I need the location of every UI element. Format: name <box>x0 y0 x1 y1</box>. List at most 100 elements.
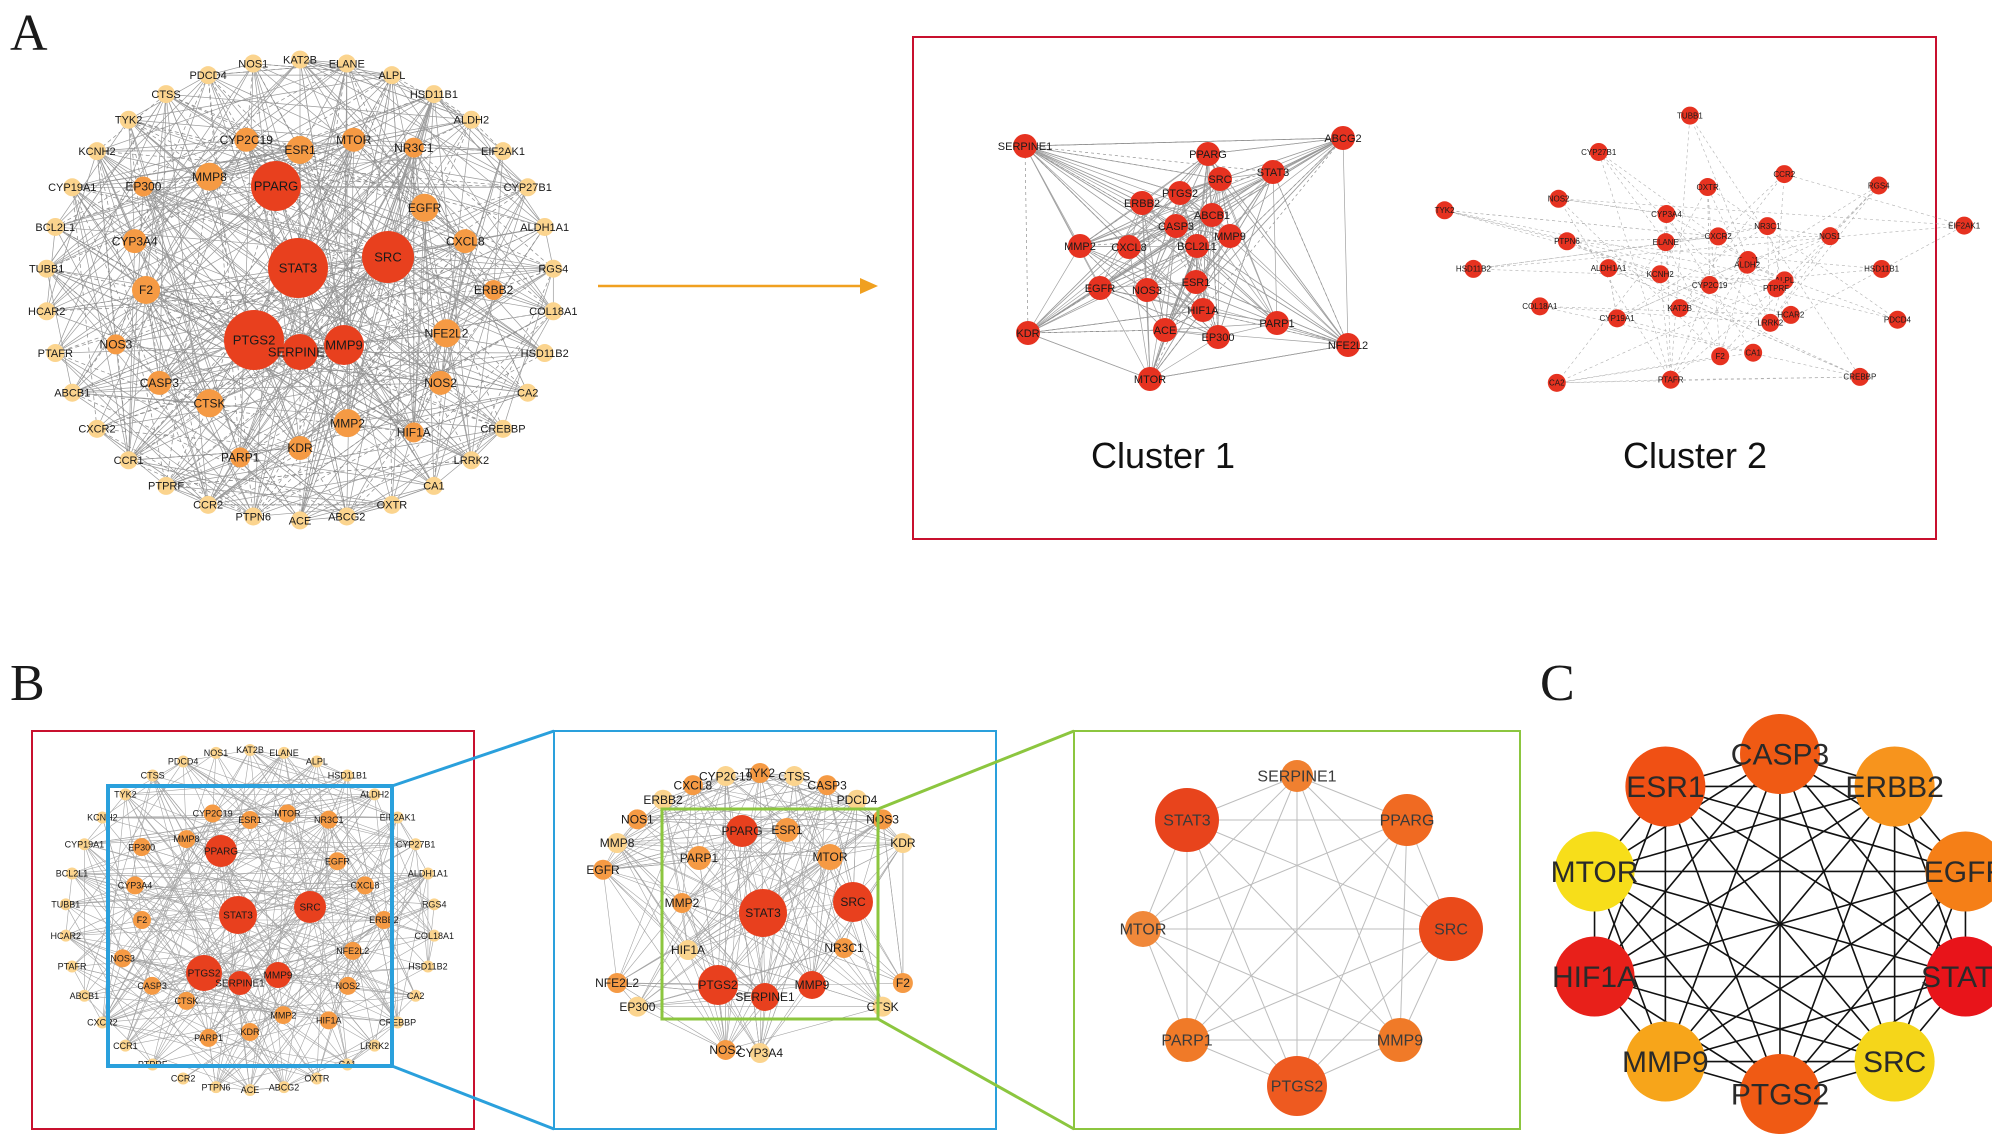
node-label: PTPN6 <box>1554 237 1580 246</box>
node-label: BCL2L1 <box>56 869 89 879</box>
node-ep300: EP300 <box>1201 325 1234 349</box>
node-aldh2: ALDH2 <box>360 788 389 800</box>
node-cyp19a1: CYP19A1 <box>1600 309 1636 327</box>
node-cyp2c19: CYP2C19 <box>1692 276 1728 294</box>
node-label: ERBB2 <box>474 283 514 297</box>
edge <box>1690 116 1860 377</box>
node-label: KDR <box>1016 328 1039 340</box>
node-label: MTOR <box>1551 856 1639 889</box>
edge <box>1617 318 1753 352</box>
node-erbb2: ERBB2 <box>1845 746 1943 826</box>
node-label: CA2 <box>407 991 425 1001</box>
edge <box>1147 290 1150 379</box>
node-src: SRC <box>362 231 414 283</box>
node-kcnh2: KCNH2 <box>78 142 115 160</box>
node-label: KDR <box>287 441 313 455</box>
node-rgs4: RGS4 <box>422 898 447 910</box>
node-pdcd4: PDCD4 <box>189 66 226 84</box>
node-label: NR3C1 <box>824 941 864 955</box>
node-label: HSD11B2 <box>1456 265 1492 274</box>
edge <box>441 151 503 383</box>
node-label: MMP8 <box>192 170 227 184</box>
node-hcar2: HCAR2 <box>51 930 82 942</box>
node-label: STAT3 <box>1257 167 1290 179</box>
node-eif2ak1: EIF2AK1 <box>481 142 525 160</box>
node-label: PTGS2 <box>698 978 738 992</box>
node-abcg2: ABCG2 <box>328 507 365 525</box>
node-ptpn6: PTPN6 <box>201 1081 230 1093</box>
edge <box>1297 929 1451 1086</box>
node-nr3c1: NR3C1 <box>394 138 434 158</box>
node-label: PDCD4 <box>1884 316 1912 325</box>
node-ctsk: CTSK <box>867 997 899 1017</box>
node-rgs4: RGS4 <box>538 260 568 278</box>
node-label: HCAR2 <box>51 931 82 941</box>
node-label: CYP27B1 <box>504 182 552 194</box>
node-label: CA2 <box>1549 379 1565 388</box>
network-c: CASP3ERBB2EGFRSTAT3SRCPTGS2MMP9HIF1AMTOR… <box>1551 714 1992 1134</box>
edge <box>718 773 760 985</box>
node-hif1a: HIF1A <box>1552 937 1637 1017</box>
node-label: CYP3A4 <box>118 881 153 891</box>
edge <box>1680 236 1830 308</box>
node-label: EIF2AK1 <box>380 813 416 823</box>
node-label: CXCR2 <box>1705 232 1733 241</box>
node-ace: ACE <box>241 1084 260 1096</box>
node-esr1: ESR1 <box>1625 746 1705 826</box>
node-label: F2 <box>896 976 910 990</box>
edge <box>1025 146 1028 333</box>
node-label: PARP1 <box>1161 1033 1212 1050</box>
node-hsd11b1: HSD11B1 <box>410 85 458 103</box>
node-crebbp: CREBBP <box>1843 368 1876 386</box>
node-elane: ELANE <box>1653 233 1679 251</box>
node-aldh1a1: ALDH1A1 <box>408 867 448 879</box>
node-nr3c1: NR3C1 <box>824 938 864 958</box>
node-label: PDCD4 <box>837 793 878 807</box>
node-label: SERPINE1 <box>268 345 332 360</box>
node-f2: F2 <box>1711 347 1729 365</box>
edge <box>1540 306 1860 377</box>
arrowhead-icon <box>860 278 878 294</box>
node-label: PTAFR <box>58 962 87 972</box>
node-label: CASP3 <box>137 981 167 991</box>
node-tubb1: TUBB1 <box>1677 107 1703 125</box>
node-label: ELANE <box>1653 238 1679 247</box>
edge <box>726 1007 883 1050</box>
edge <box>1599 152 1666 242</box>
node-abcb1: ABCB1 <box>70 990 100 1002</box>
node-label: MMP2 <box>1064 241 1096 253</box>
node-ptafr: PTAFR <box>1658 371 1684 389</box>
node-label: KCNH2 <box>87 813 118 823</box>
edge <box>1028 333 1150 379</box>
node-tubb1: TUBB1 <box>29 260 64 278</box>
node-label: MTOR <box>274 809 301 819</box>
network-a: STAT3SRCPTGS2PPARGSERPINE1MMP9ESR1MTORNR… <box>28 51 577 530</box>
node-hsd11b1: HSD11B1 <box>1864 260 1900 278</box>
node-label: TYK2 <box>1435 206 1456 215</box>
node-kat2b: KAT2B <box>236 744 264 756</box>
node-label: CXCL8 <box>351 881 380 891</box>
node-label: STAT3 <box>223 911 253 922</box>
node-eif2ak1: EIF2AK1 <box>1948 217 1981 235</box>
node-label: PARP1 <box>194 1033 223 1043</box>
node-nr3c1: NR3C1 <box>1754 217 1781 235</box>
node-label: MMP8 <box>174 834 200 844</box>
edge <box>102 1022 347 1064</box>
node-pparg: PPARG <box>1380 794 1435 846</box>
node-label: KCNH2 <box>78 146 115 158</box>
node-label: RGS4 <box>1868 181 1890 190</box>
node-label: ELANE <box>269 748 299 758</box>
node-oxtr: OXTR <box>304 1073 330 1085</box>
node-cyp19a1: CYP19A1 <box>65 838 105 850</box>
node-label: CYP2C19 <box>699 769 753 783</box>
node-label: MMP9 <box>795 978 830 992</box>
node-aldh1a1: ALDH1A1 <box>1591 259 1627 277</box>
node-erbb2: ERBB2 <box>643 790 683 810</box>
edge <box>699 785 827 858</box>
node-cxcr2: CXCR2 <box>78 420 115 438</box>
edge <box>1540 306 1791 315</box>
node-parp1: PARP1 <box>221 447 260 467</box>
node-pdcd4: PDCD4 <box>1884 311 1912 329</box>
